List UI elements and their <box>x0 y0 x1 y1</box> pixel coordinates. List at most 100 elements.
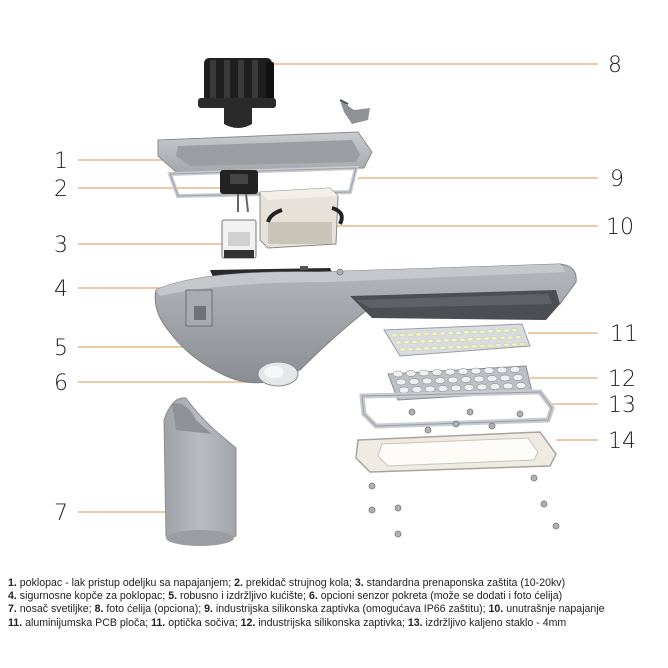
led-chip <box>487 329 494 333</box>
callout-4: 4 <box>54 277 68 302</box>
lens-cell <box>437 385 449 392</box>
led-chip <box>399 333 406 337</box>
led-chip <box>407 347 414 351</box>
callout-1: 1 <box>54 149 68 174</box>
callout-11: 11 <box>610 322 638 347</box>
lens-cell <box>411 386 423 393</box>
led-chip <box>391 333 398 338</box>
led-chip <box>411 340 418 344</box>
legend-item-number: 9. <box>204 603 213 616</box>
lens-cell <box>512 374 524 381</box>
led-chip <box>479 344 486 348</box>
led-pcb <box>383 323 531 357</box>
lens-cell <box>476 383 488 391</box>
led-array <box>391 328 526 352</box>
photocell <box>198 58 276 128</box>
legend-item-number: 3. <box>354 577 364 589</box>
lens-cell <box>499 374 511 382</box>
lens-cell <box>408 378 420 385</box>
led-chip <box>483 336 490 341</box>
legend-item-text: optička sočiva; <box>165 616 241 629</box>
legend-item-text: standardna prenaponska zaštita (10-20kv) <box>363 577 566 589</box>
led-chip <box>439 331 446 336</box>
legend-line-2: 4. sigurnosne kopče za poklopac; 5. robu… <box>8 590 663 603</box>
mounting-bracket <box>163 397 237 546</box>
lid-clip <box>339 99 370 124</box>
led-chip <box>471 344 478 349</box>
callout-9: 9 <box>610 167 624 192</box>
legend-item-text: poklopac - lak pristup odeljku sa napaja… <box>16 577 235 589</box>
legend-item-text: nosač svetiljke; <box>16 603 95 616</box>
lens-cell <box>486 375 498 382</box>
callout-13: 13 <box>608 393 636 418</box>
silicone-gasket <box>167 165 359 199</box>
legend-item-text: opcioni senzor pokreta (može se dodati i… <box>317 590 563 603</box>
lens-cell <box>496 366 508 374</box>
callout-14: 14 <box>608 429 636 454</box>
led-chip <box>495 329 502 333</box>
led-chip <box>515 335 522 339</box>
legend-item-number: 8. <box>94 603 104 616</box>
led-chip <box>415 332 422 337</box>
lens-cell <box>483 367 495 374</box>
callout-3: 3 <box>54 233 68 258</box>
lens-cell <box>473 375 485 383</box>
legend-item-number: 6. <box>308 590 318 603</box>
led-chip <box>511 328 518 332</box>
callout-6: 6 <box>54 371 68 396</box>
led-chip <box>415 347 422 351</box>
legend: 1. poklopac - lak pristup odeljku sa nap… <box>8 577 663 630</box>
legend-item-text: industrijska silikonska zaptivka; <box>255 616 408 629</box>
legend-item-number: 2. <box>234 577 243 589</box>
led-chip <box>447 331 454 335</box>
led-chip <box>463 345 470 349</box>
legend-item-text: foto ćelija (opciona); <box>103 603 205 616</box>
led-chip <box>495 343 502 347</box>
lens-cell <box>447 376 459 384</box>
glass-gasket <box>359 389 555 429</box>
callout-5: 5 <box>54 336 68 361</box>
lens-cell <box>489 383 501 390</box>
legend-item-number: 13. <box>407 616 423 629</box>
tempered-glass <box>355 431 557 473</box>
housing <box>154 263 577 384</box>
lens-cell <box>421 377 433 385</box>
led-chip <box>431 332 438 336</box>
legend-item-text: industrijska silikonska zaptivka (omoguć… <box>212 603 489 616</box>
motion-sensor <box>257 361 299 387</box>
lid <box>157 131 373 173</box>
lens-cell <box>424 385 436 393</box>
led-chip <box>463 330 470 335</box>
lens-cell <box>444 368 456 376</box>
led-chip <box>451 338 458 342</box>
leader-lines <box>78 63 598 513</box>
lens-cell <box>470 367 482 375</box>
callout-2: 2 <box>54 177 68 202</box>
callout-numbers: 8 1 9 2 10 3 4 11 5 12 6 13 14 7 <box>54 53 638 526</box>
legend-item-text: prekidač strujnog kola; <box>242 577 355 589</box>
legend-item-number: 1. <box>8 577 17 589</box>
led-chip <box>503 343 510 347</box>
legend-item-number: 5. <box>168 590 178 603</box>
lens-cell <box>502 382 514 390</box>
lens-cell <box>418 369 430 377</box>
led-chip <box>419 339 426 344</box>
lens-cell <box>460 376 472 383</box>
optical-lenses <box>387 365 533 401</box>
power-supply <box>259 187 344 249</box>
led-chip <box>471 330 478 334</box>
led-chip <box>459 338 466 342</box>
exploded-diagram: 8 1 9 2 10 3 4 11 5 12 6 13 14 7 <box>54 53 638 546</box>
lens-cell <box>450 384 462 392</box>
lens-cell <box>434 377 446 384</box>
led-chip <box>475 337 482 341</box>
legend-line-3: 7. nosač svetiljke; 8. foto ćelija (opci… <box>8 603 663 616</box>
circuit-breaker <box>220 170 258 213</box>
lens-cell <box>395 378 407 386</box>
lens-cell <box>515 382 527 389</box>
callout-8: 8 <box>608 53 622 78</box>
led-chip <box>499 336 506 340</box>
led-chip <box>423 346 430 351</box>
screws <box>336 268 560 538</box>
legend-item-text: unutrašnje napajanje <box>503 603 605 616</box>
